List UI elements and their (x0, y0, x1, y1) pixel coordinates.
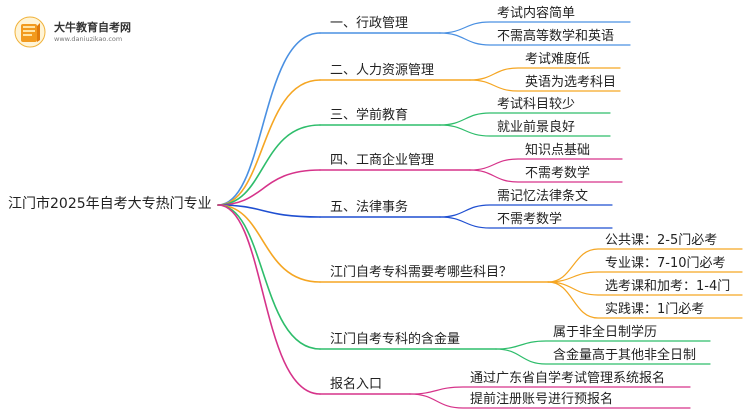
leaf-connector (547, 271, 743, 283)
branch-connector (217, 124, 321, 206)
leaf-connector (439, 21, 631, 34)
leaf-label: 实践课：1门必考 (605, 302, 705, 317)
leaf-label: 公共课：2-5门必考 (605, 233, 718, 248)
branch-label: 江门自考专科需要考哪些科目？ (330, 265, 513, 280)
branch-connector (217, 204, 321, 350)
leaf-connector (439, 204, 613, 218)
leaf-connector (439, 216, 613, 229)
leaf-label: 考试内容简单 (497, 6, 576, 21)
leaf-label: 需记忆法律条文 (497, 189, 589, 204)
leaf-label: 选考课和加考：1-4门 (605, 279, 731, 294)
leaf-label: 属于非全日制学历 (553, 325, 658, 340)
leaf-connector (409, 393, 691, 409)
leaf-label: 考试难度低 (525, 52, 591, 67)
branch-label: 五、法律事务 (330, 200, 409, 215)
book-logo-icon (14, 16, 46, 48)
logo-url: www.daniuzikao.com (54, 35, 123, 43)
branch-label: 二、人力资源管理 (330, 63, 435, 78)
branch-connector (217, 79, 321, 206)
leaf-label: 不需考数学 (497, 212, 563, 227)
branch-connector (217, 204, 321, 283)
branch-label: 三、学前教育 (330, 108, 409, 123)
leaf-connector (495, 348, 711, 365)
leaf-connector (409, 386, 691, 395)
leaf-connector (469, 79, 621, 92)
branch-label: 江门自考专科的含金量 (330, 332, 461, 347)
root-topic: 江门市2025年自考大专热门专业 (8, 196, 212, 212)
branch-connector (217, 169, 321, 206)
leaf-label: 英语为选考科目 (525, 75, 617, 90)
leaf-label: 含金量高于其他非全日制 (553, 348, 697, 363)
branch-connector (217, 204, 321, 395)
leaf-connector (547, 248, 743, 283)
leaf-connector (469, 67, 621, 81)
leaf-label: 提前注册账号进行预报名 (470, 392, 614, 407)
leaf-label: 考试科目较少 (497, 97, 576, 112)
leaf-label: 不需考数学 (525, 166, 591, 181)
leaf-connector (495, 340, 711, 350)
leaf-connector (439, 112, 611, 126)
leaf-connector (547, 281, 743, 319)
branch-connector (217, 204, 321, 218)
leaf-connector (469, 169, 623, 183)
leaf-label: 就业前景良好 (497, 120, 576, 135)
branch-label: 四、工商企业管理 (330, 153, 435, 168)
leaf-label: 专业课：7-10门必考 (605, 256, 726, 271)
branch-connector (217, 32, 321, 206)
leaf-label: 通过广东省自学考试管理系统报名 (470, 371, 666, 386)
site-logo[interactable]: 大牛教育自考网 www.daniuzikao.com (10, 12, 160, 52)
leaf-connector (469, 158, 623, 171)
logo-name: 大牛教育自考网 (54, 21, 131, 34)
branch-label: 报名入口 (330, 377, 383, 392)
leaf-connector (439, 124, 611, 137)
branch-label: 一、行政管理 (330, 16, 409, 31)
leaf-label: 知识点基础 (525, 143, 591, 158)
leaf-connector (439, 32, 631, 46)
leaf-label: 不需高等数学和英语 (497, 29, 615, 44)
